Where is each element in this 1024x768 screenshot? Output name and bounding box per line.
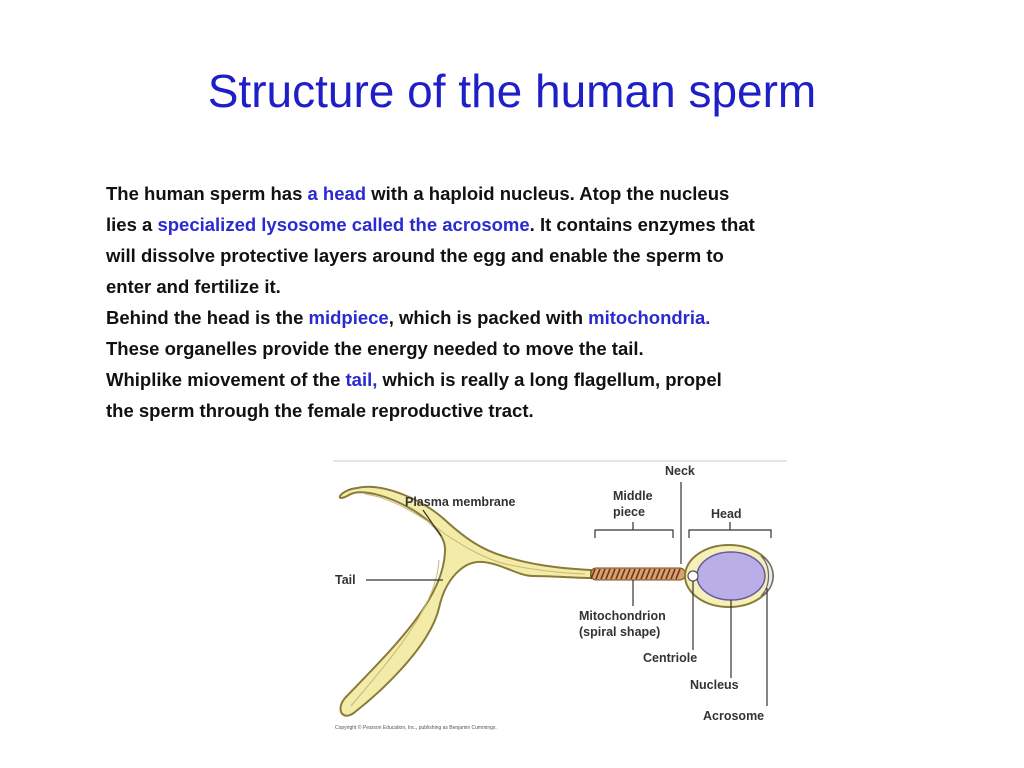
text-run: The human sperm has: [106, 183, 308, 204]
body-text: The human sperm has a head with a haploi…: [106, 178, 896, 426]
text-run: with a haploid nucleus. Atop the nucleus: [366, 183, 730, 204]
mitochondria-spiral: [590, 568, 681, 580]
text-line: the sperm through the female reproductiv…: [106, 400, 534, 421]
text-line: The human sperm has a head with a haploi…: [106, 178, 896, 209]
label-plasma-membrane: Plasma membrane: [405, 495, 516, 509]
highlight-head: a head: [307, 183, 367, 204]
text-line: Behind the head is the midpiece, which i…: [106, 302, 896, 333]
highlight-midpiece: midpiece: [308, 307, 389, 328]
slide-title: Structure of the human sperm: [207, 65, 817, 117]
sperm-diagram-svg: Neck Middle piece Head Plasma membrane T…: [333, 460, 787, 731]
text-line: enter and fertilize it.: [106, 276, 281, 297]
text-line: will dissolve protective layers around t…: [106, 245, 724, 266]
text-run: , which is packed with: [388, 307, 589, 328]
text-run: Behind the head is the: [106, 307, 309, 328]
text-line: lies a specialized lysosome called the a…: [106, 209, 896, 240]
label-acrosome: Acrosome: [703, 709, 764, 723]
sperm-diagram: Neck Middle piece Head Plasma membrane T…: [333, 460, 787, 733]
nucleus-shape: [696, 551, 766, 601]
label-centriole: Centriole: [643, 651, 697, 665]
acrosome-shape: [760, 555, 774, 597]
text-line: Whiplike miovement of the tail, which is…: [106, 364, 896, 395]
text-run: Whiplike miovement of the: [106, 369, 346, 390]
highlight-acrosome: specialized lysosome called the acrosome: [157, 214, 530, 235]
label-middle-piece-1: Middle: [613, 489, 653, 503]
label-mitochondrion-2: (spiral shape): [579, 625, 660, 639]
centriole-shape: [687, 570, 699, 582]
label-middle-piece-2: piece: [613, 505, 645, 519]
label-nucleus: Nucleus: [690, 678, 739, 692]
highlight-tail: tail,: [345, 369, 378, 390]
label-tail: Tail: [335, 573, 356, 587]
text-run: lies a: [106, 214, 158, 235]
leader-lines: [366, 482, 772, 706]
label-head: Head: [711, 507, 742, 521]
text-run: which is really a long flagellum, propel: [377, 369, 722, 390]
copyright-text: Copyright © Pearson Education, Inc., pub…: [335, 724, 497, 731]
text-run: . It contains enzymes that: [529, 214, 755, 235]
label-neck: Neck: [665, 464, 695, 478]
tail-inner-line: [350, 493, 586, 707]
highlight-mitochondria: mitochondria.: [588, 307, 711, 328]
text-line: These organelles provide the energy need…: [106, 338, 644, 359]
tail-shape: [338, 485, 592, 717]
label-mitochondrion-1: Mitochondrion: [579, 609, 666, 623]
